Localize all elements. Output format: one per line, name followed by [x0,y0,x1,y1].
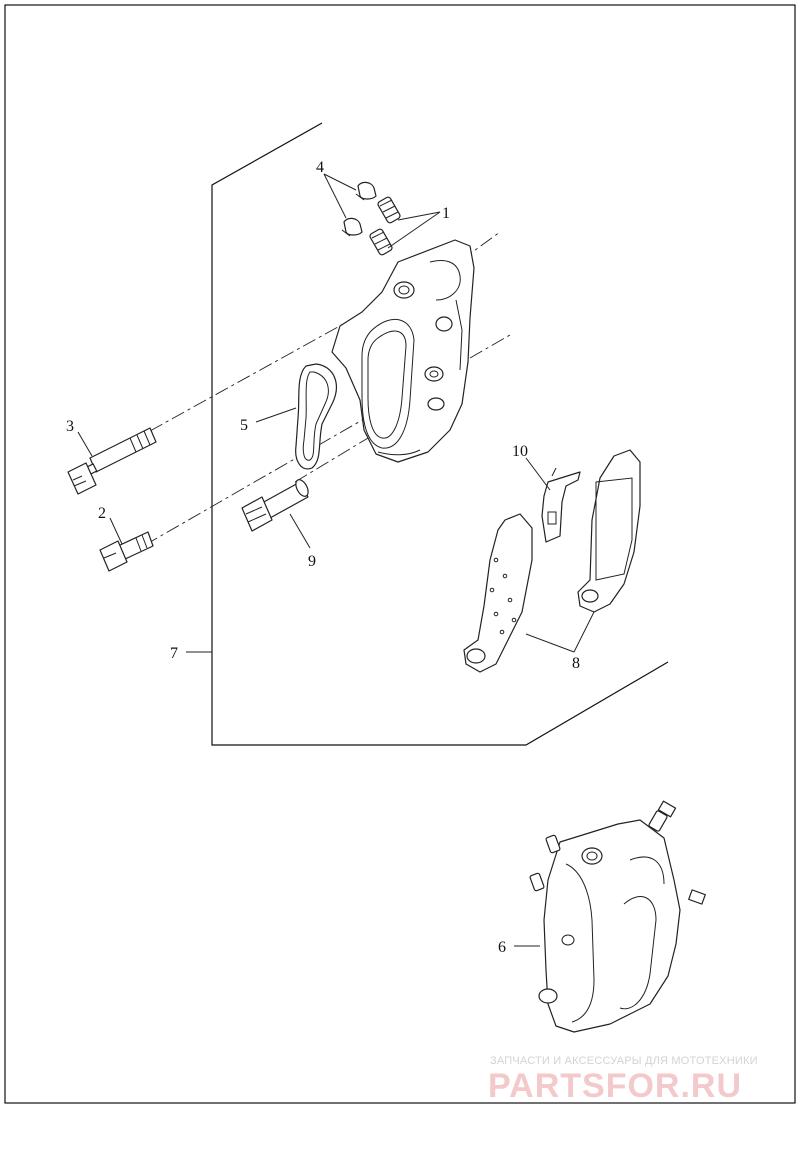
leader-lines [77,173,595,947]
callout-5: 5 [240,417,248,434]
callout-3: 3 [66,418,74,435]
bolt-long-part-3 [67,427,157,495]
axis-line-upper [419,231,501,291]
callout-2: 2 [98,505,106,522]
callout-7: 7 [170,645,178,662]
page-border [4,4,796,1104]
group-bracket-7 [211,122,669,746]
seal-ring-part-5 [295,363,337,470]
leader-10 [525,457,551,491]
bleeder-screws-part-1 [369,196,401,256]
leader-1b [387,211,441,249]
brake-pads-part-8 [463,449,641,673]
leader-2 [109,517,123,545]
callout-4: 4 [316,159,324,176]
leader-4a [323,173,357,191]
leader-8b [573,611,595,653]
pad-spring-part-10 [541,467,581,543]
axis-line-pin [294,431,379,483]
callout-9: 9 [308,553,316,570]
callout-10: 10 [512,443,528,460]
guide-pin-part-9 [241,479,309,532]
callout-1: 1 [442,205,450,222]
caliper-assembly-part-6 [529,800,706,1033]
bleeder-caps-part-4 [341,181,377,237]
watermark-tagline: ЗАПЧАСТИ И АКСЕССУАРЫ ДЛЯ МОТОТЕХНИКИ [490,1055,758,1067]
leader-5 [255,407,297,423]
leader-1a [397,211,441,221]
leader-3 [77,431,93,457]
leader-8a [525,633,575,653]
leader-9 [289,513,311,549]
watermark: ЗАПЧАСТИ И АКСЕССУАРЫ ДЛЯ МОТОТЕХНИКИ PA… [488,1055,758,1105]
callout-labels: 4 1 5 3 2 9 10 8 7 6 [66,159,580,956]
leader-4b [323,173,347,219]
bolt-short-part-2 [99,531,154,572]
callout-6: 6 [498,939,506,956]
callout-8: 8 [572,655,580,672]
axis-line-bolt-3 [149,311,366,432]
caliper-body [331,239,475,463]
watermark-logo: PARTSFOR.RU [488,1067,742,1105]
